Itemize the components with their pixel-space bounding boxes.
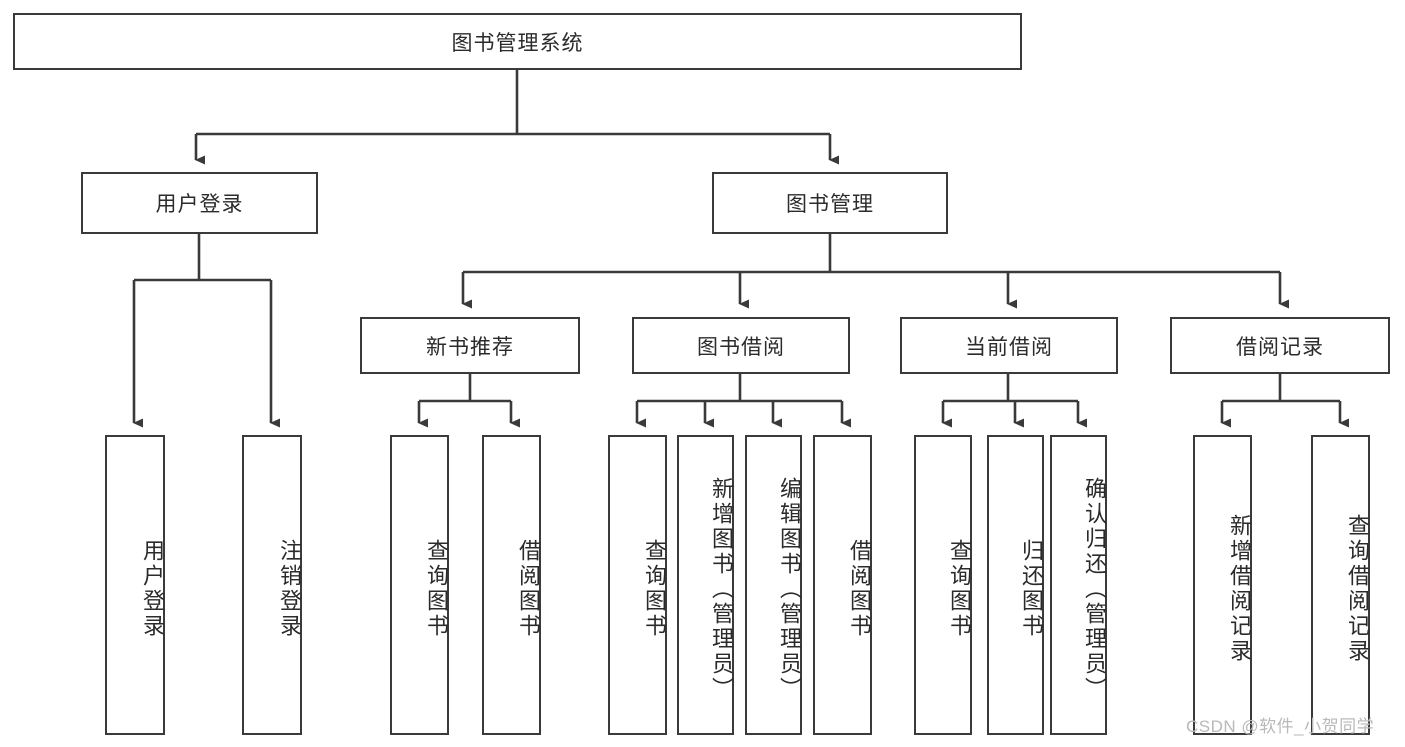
node-leaf-query-book-borrow[interactable]: 查询图书 <box>608 435 667 735</box>
node-new-book-recommend-label: 新书推荐 <box>426 335 514 359</box>
node-leaf-user-login[interactable]: 用户登录 <box>105 435 165 735</box>
node-book-management[interactable]: 图书管理 <box>712 172 948 234</box>
node-leaf-query-borrow-record[interactable]: 查询借阅记录 <box>1311 435 1370 735</box>
node-leaf-logout[interactable]: 注销登录 <box>242 435 302 735</box>
node-current-borrow[interactable]: 当前借阅 <box>900 317 1118 374</box>
node-borrow-records-label: 借阅记录 <box>1236 335 1324 359</box>
node-leaf-borrow-book[interactable]: 借阅图书 <box>813 435 872 735</box>
node-book-management-label: 图书管理 <box>786 193 874 216</box>
node-leaf-query-book-current-label: 查询图书 <box>947 539 972 639</box>
node-leaf-return-book[interactable]: 归还图书 <box>987 435 1044 735</box>
node-leaf-user-login-label: 用户登录 <box>140 539 165 639</box>
node-leaf-query-book-current[interactable]: 查询图书 <box>914 435 972 735</box>
node-leaf-return-book-label: 归还图书 <box>1019 539 1044 639</box>
node-leaf-logout-label: 注销登录 <box>277 539 302 639</box>
node-leaf-query-book-recommend[interactable]: 查询图书 <box>390 435 449 735</box>
node-leaf-add-book-admin-label: 新增图书（管理员） <box>709 476 734 702</box>
node-leaf-add-borrow-record-label: 新增借阅记录 <box>1227 514 1252 664</box>
node-book-borrow-label: 图书借阅 <box>697 335 785 359</box>
node-leaf-confirm-return-admin[interactable]: 确认归还（管理员） <box>1050 435 1107 735</box>
node-leaf-borrow-book-recommend[interactable]: 借阅图书 <box>482 435 541 735</box>
node-leaf-confirm-return-admin-label: 确认归还（管理员） <box>1082 476 1107 702</box>
node-book-borrow[interactable]: 图书借阅 <box>632 317 850 374</box>
node-leaf-borrow-book-label: 借阅图书 <box>847 539 872 639</box>
node-leaf-query-book-recommend-label: 查询图书 <box>424 539 449 639</box>
node-root-label: 图书管理系统 <box>451 31 584 55</box>
node-root-book-management-system[interactable]: 图书管理系统 <box>13 13 1022 70</box>
node-leaf-add-borrow-record[interactable]: 新增借阅记录 <box>1193 435 1252 735</box>
node-user-login[interactable]: 用户登录 <box>81 172 318 234</box>
node-new-book-recommend[interactable]: 新书推荐 <box>360 317 580 374</box>
node-leaf-borrow-book-recommend-label: 借阅图书 <box>516 539 541 639</box>
csdn-watermark: CSDN @软件_小贺同学 <box>1186 717 1375 736</box>
node-leaf-edit-book-admin-label: 编辑图书（管理员） <box>777 476 802 702</box>
node-leaf-add-book-admin[interactable]: 新增图书（管理员） <box>677 435 734 735</box>
node-leaf-edit-book-admin[interactable]: 编辑图书（管理员） <box>745 435 802 735</box>
node-current-borrow-label: 当前借阅 <box>965 335 1053 359</box>
node-leaf-query-book-borrow-label: 查询图书 <box>642 539 667 639</box>
node-borrow-records[interactable]: 借阅记录 <box>1170 317 1390 374</box>
node-user-login-label: 用户登录 <box>155 193 244 216</box>
node-leaf-query-borrow-record-label: 查询借阅记录 <box>1345 514 1370 664</box>
